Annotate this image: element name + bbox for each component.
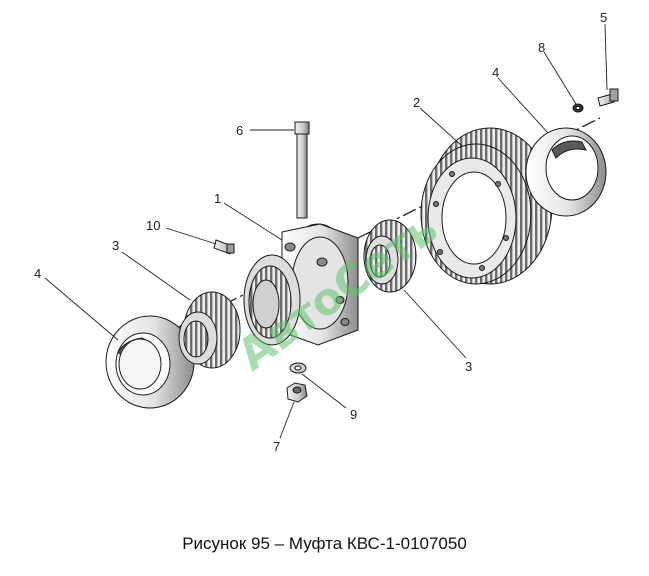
- part-8-lock-washer: [572, 103, 584, 113]
- callout-3-right: 3: [465, 359, 472, 374]
- part-4-right-cover: [525, 127, 607, 217]
- callout-1: 1: [214, 191, 221, 206]
- callout-6: 6: [236, 123, 243, 138]
- part-3-left-gear: [178, 291, 241, 369]
- callout-7: 7: [273, 439, 280, 454]
- part-5-bolt: [597, 88, 619, 107]
- callout-4-left: 4: [34, 266, 41, 281]
- callout-10: 10: [146, 218, 160, 233]
- part-7-nut: [286, 382, 308, 403]
- part-2-ring-gear: [420, 127, 553, 285]
- part-4-left-cover: [105, 315, 195, 409]
- callout-2: 2: [413, 95, 420, 110]
- callout-8: 8: [538, 40, 545, 55]
- callout-4-right: 4: [492, 65, 499, 80]
- callout-5: 5: [600, 10, 607, 25]
- figure-caption: Рисунок 95 – Муфта КВС-1-0107050: [182, 534, 467, 553]
- part-1-clutch-housing: [243, 223, 359, 346]
- callout-9: 9: [350, 407, 357, 422]
- part-3-right-gear: [363, 219, 417, 293]
- part-10-fitting: [213, 239, 235, 255]
- leader-lines: [44, 23, 608, 439]
- part-6-long-bolt: [294, 121, 310, 219]
- callout-3-left: 3: [112, 238, 119, 253]
- part-9-washer: [289, 362, 307, 374]
